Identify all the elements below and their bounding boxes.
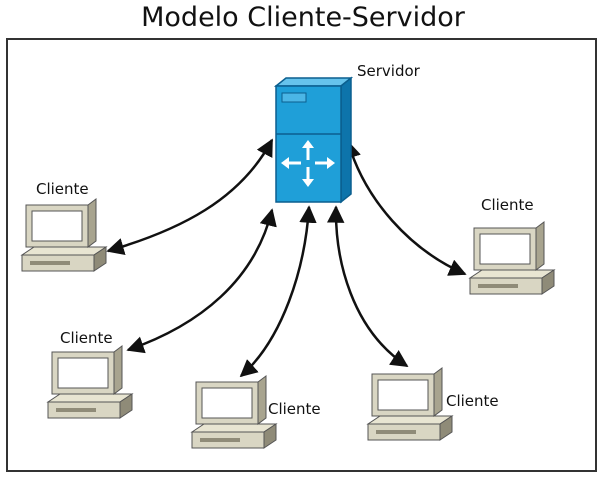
client-label: Cliente <box>60 329 113 347</box>
server-icon <box>273 76 354 204</box>
computer-icon <box>46 345 134 419</box>
arrow-client-1 <box>106 138 274 255</box>
computer-icon <box>366 367 454 441</box>
server-label: Servidor <box>357 62 421 80</box>
arrow-client-3 <box>239 205 317 378</box>
diagram-title: Modelo Cliente-Servidor <box>141 2 465 33</box>
arrow-client-4 <box>326 205 409 368</box>
client-label: Cliente <box>268 400 321 418</box>
diagram-frame <box>6 38 597 472</box>
client-label: Cliente <box>481 196 534 214</box>
arrow-client-2 <box>126 208 277 354</box>
computer-icon <box>190 375 278 449</box>
computer-icon <box>20 198 108 272</box>
arrow-client-5 <box>344 140 467 276</box>
connection-arrows <box>106 138 467 378</box>
client-label: Cliente <box>446 392 499 410</box>
computer-icon <box>468 221 556 295</box>
client-label: Cliente <box>36 180 89 198</box>
